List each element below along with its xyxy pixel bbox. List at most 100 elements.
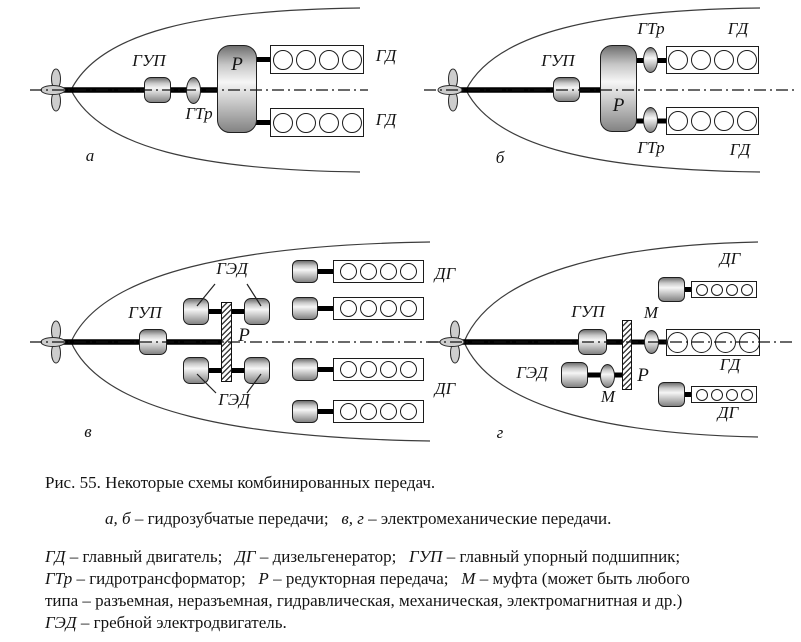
cylinder xyxy=(340,361,357,378)
thrust-bearing-a xyxy=(144,77,171,103)
label-gd-bottom-b: ГД xyxy=(729,140,751,159)
gearbox-g xyxy=(622,320,632,390)
cylinder xyxy=(318,112,339,133)
label-dg-bottom-g: ДГ xyxy=(717,403,739,422)
hydrotransformer-a xyxy=(186,77,201,104)
propeller-b-icon xyxy=(437,68,463,112)
cylinder xyxy=(272,112,293,133)
cylinder xyxy=(714,332,736,353)
cylinder xyxy=(380,361,397,378)
panel-letter-v: в xyxy=(84,422,92,441)
propeller-v-icon xyxy=(40,320,66,364)
cylinder xyxy=(340,403,357,420)
generator-v-3 xyxy=(292,358,318,381)
engine-block-g-main xyxy=(666,329,760,356)
label-gear-g: Р xyxy=(637,365,649,386)
electric-motor-g xyxy=(561,362,588,388)
cylinder xyxy=(272,49,293,70)
thrust-bearing-b xyxy=(553,77,580,102)
cylinder xyxy=(340,263,357,280)
generator-v-4 xyxy=(292,400,318,423)
figure-subcaption: а, б – гидрозубчатые передачи; в, г – эл… xyxy=(105,509,612,528)
generator-v-2 xyxy=(292,297,318,320)
cylinder xyxy=(400,263,417,280)
engine-block-b-bottom xyxy=(666,107,759,135)
legend-line-4: ГЭД – гребной электродвигатель. xyxy=(45,613,287,632)
panel-letter-b: б xyxy=(495,148,505,167)
cylinder xyxy=(710,283,723,296)
generator-v-1 xyxy=(292,260,318,283)
cylinder xyxy=(360,361,377,378)
cylinder xyxy=(380,300,397,317)
propeller-g-icon xyxy=(439,320,465,364)
cylinder xyxy=(340,300,357,317)
diesel-block-v-3 xyxy=(333,358,424,381)
cylinder xyxy=(360,263,377,280)
cylinder xyxy=(380,263,397,280)
label-gd-bottom-a: ГД xyxy=(375,110,397,129)
legend-line-3: типа – разъемная, неразъемная, гидравлич… xyxy=(45,591,683,610)
generator-g-bottom xyxy=(658,382,685,407)
label-gup-a: ГУП xyxy=(132,51,166,70)
label-ged-g: ГЭД xyxy=(516,363,548,382)
thrust-bearing-v xyxy=(139,329,167,355)
cylinder xyxy=(380,403,397,420)
cylinder xyxy=(725,388,738,401)
label-gear-b: Р xyxy=(612,95,625,116)
cylinder xyxy=(668,111,688,131)
engine-block-b-top xyxy=(666,46,759,74)
hydrotransformer-b-top xyxy=(643,47,658,73)
legend-line-2: ГТр – гидротрансформатор; Р – редукторна… xyxy=(45,569,690,588)
cylinder xyxy=(690,332,712,353)
label-gup-b: ГУП xyxy=(541,51,575,70)
label-gup-v: ГУП xyxy=(128,303,162,322)
diesel-block-v-1 xyxy=(333,260,424,283)
diesel-block-g-bottom xyxy=(691,386,757,403)
cylinder xyxy=(691,111,711,131)
label-gtr-a: ГТр xyxy=(185,104,213,123)
gearbox-b xyxy=(600,45,637,132)
engine-block-a-top xyxy=(270,45,364,74)
diesel-block-v-2 xyxy=(333,297,424,320)
engine-block-a-bottom xyxy=(270,108,364,137)
label-gtr-bottom-b: ГТр xyxy=(637,138,665,157)
label-dg-top-v: ДГ xyxy=(434,264,456,283)
clutch-g-bottom xyxy=(600,364,615,388)
cylinder xyxy=(295,49,316,70)
label-gd-main-g: ГД xyxy=(719,355,741,374)
label-ged-bottom-v: ГЭД xyxy=(218,390,250,409)
cylinder xyxy=(295,112,316,133)
thrust-bearing-g xyxy=(578,329,607,355)
electric-motor-v-top-left xyxy=(183,298,209,325)
hydrotransformer-b-bottom xyxy=(643,107,658,133)
cylinder xyxy=(360,403,377,420)
cylinder xyxy=(695,283,708,296)
cylinder xyxy=(710,388,723,401)
diesel-block-v-4 xyxy=(333,400,424,423)
cylinder xyxy=(725,283,738,296)
panel-letter-g: г xyxy=(496,423,504,442)
cylinder xyxy=(400,300,417,317)
cylinder xyxy=(341,112,362,133)
label-gtr-top-b: ГТр xyxy=(637,19,665,38)
panel-letter-a: а xyxy=(85,146,95,165)
cylinder xyxy=(400,361,417,378)
electric-motor-v-bottom-right xyxy=(244,357,270,384)
cylinder xyxy=(738,332,760,353)
figure-caption: Рис. 55. Некоторые схемы комбинированных… xyxy=(45,473,436,492)
label-gd-top-a: ГД xyxy=(375,46,397,65)
legend-line-1: ГД – главный двигатель; ДГ – дизельгенер… xyxy=(45,547,681,566)
label-m-top-g: М xyxy=(643,303,659,322)
label-m-bottom-g: М xyxy=(600,387,616,406)
diesel-block-g-top xyxy=(691,281,757,298)
cylinder xyxy=(668,50,688,70)
cylinder xyxy=(691,50,711,70)
label-gear-a: Р xyxy=(231,54,243,75)
cylinder xyxy=(740,283,753,296)
cylinder xyxy=(341,49,362,70)
cylinder xyxy=(695,388,708,401)
gearbox-v xyxy=(221,302,232,382)
label-dg-top-g: ДГ xyxy=(719,249,741,268)
cylinder xyxy=(360,300,377,317)
